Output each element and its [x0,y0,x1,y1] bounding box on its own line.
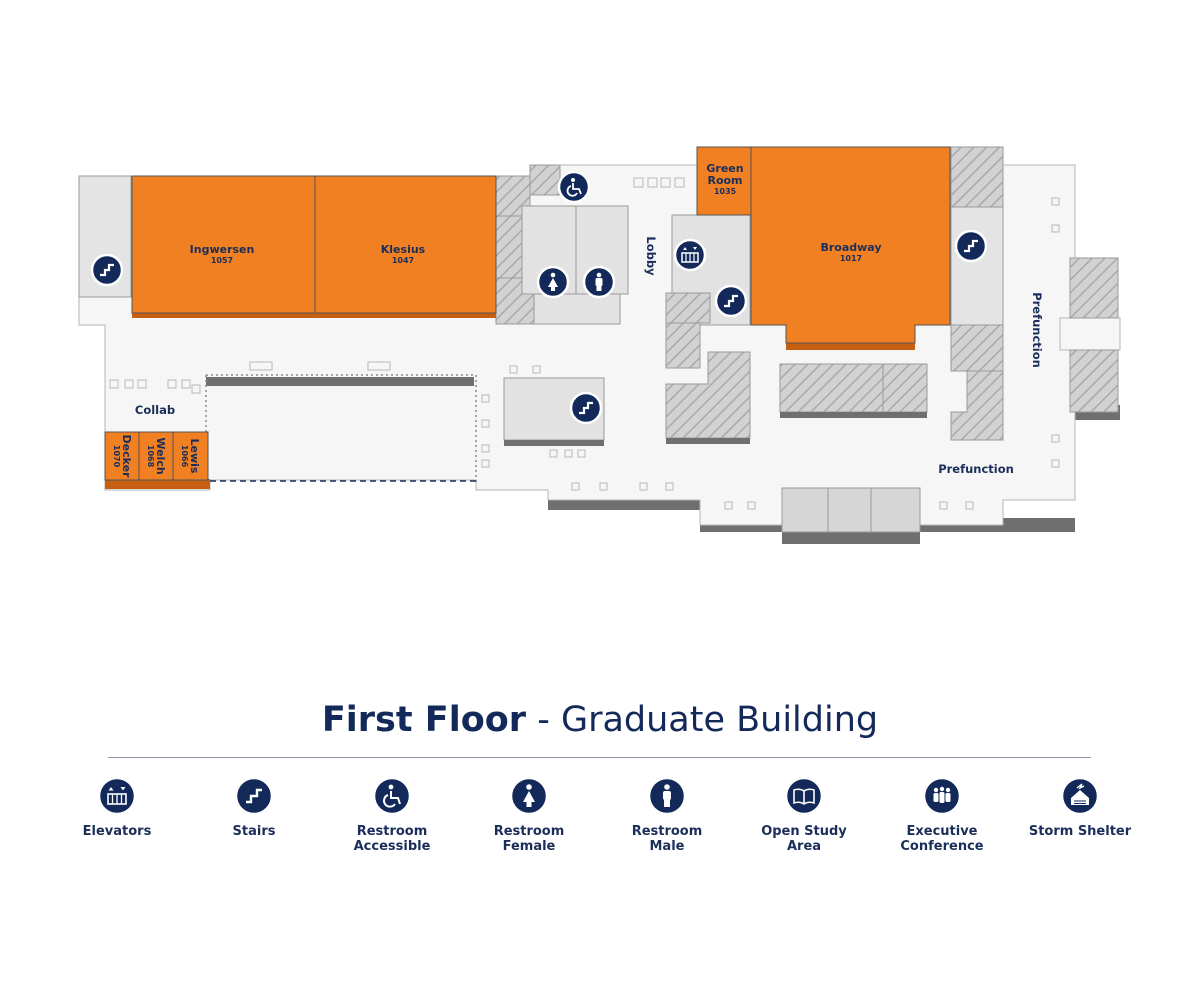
legend-label-line1: Restroom [493,824,565,839]
legend-item-elevators: Elevators [47,776,187,839]
room-label-decker-group: Decker 1070 [112,434,133,478]
title-divider [108,757,1091,758]
legend-label-line1: Executive [906,824,978,839]
room-label-ingwersen: Ingwersen [190,243,255,256]
room-number-ingwersen: 1057 [211,256,233,265]
legend-item-executive-conference: Executive Conference [872,776,1012,854]
wall-bars [206,377,927,446]
legend-label-line1: Elevators [82,824,152,839]
room-label-welch-group: Welch 1068 [146,437,167,474]
legend-label-line2: Female [502,839,556,854]
room-label-lewis: Lewis [188,439,201,474]
elevator-icon [97,776,137,816]
floor-plan: Ingwersen 1057 Klesius 1047 Broadway 101… [78,146,1121,544]
room-label-decker: Decker [120,434,133,478]
area-label-collab: Collab [135,403,175,417]
room-label-lewis-group: Lewis 1066 [180,439,201,474]
stairs-icon [90,253,124,287]
accessible-restroom-icon [557,170,591,204]
room-number-broadway: 1017 [840,254,862,263]
page-title-bold: First Floor [321,700,527,740]
room-number-klesius: 1047 [392,256,414,265]
legend-item-stairs: Stairs [184,776,324,839]
legend-label-line1: Storm Shelter [1028,824,1132,839]
room-label-broadway: Broadway [820,241,881,254]
room-label-green-room-line1: Green [706,162,743,175]
room-label-welch: Welch [154,437,167,474]
legend-label-line2: Area [786,839,822,854]
executive-conference-icon [922,776,962,816]
male-restroom-icon [647,776,687,816]
room-label-klesius: Klesius [381,243,426,256]
area-label-prefunction-bottom: Prefunction [938,462,1014,476]
legend-label-line1: Open Study [761,824,847,839]
atrium-outline [205,374,477,482]
room-number-decker: 1070 [112,445,121,468]
female-restroom-icon [536,265,570,299]
legend-item-restroom-male: Restroom Male [597,776,737,854]
room-label-green-room-line2: Room [707,174,742,187]
page-title-rest: - Graduate Building [526,700,879,740]
legend-label-line1: Stairs [232,824,276,839]
legend-label-line2: Male [649,839,685,854]
legend-item-open-study-area: Open Study Area [734,776,874,854]
legend-label-line1: Restroom [631,824,703,839]
open-study-area-icon [784,776,824,816]
area-label-lobby: Lobby [644,236,658,276]
accessible-restroom-icon [372,776,412,816]
legend-item-restroom-female: Restroom Female [459,776,599,854]
stairs-icon [954,229,988,263]
stairs-icon [714,284,748,318]
room-number-welch: 1068 [146,445,155,468]
page-title: First Floor - Graduate Building [0,700,1200,740]
legend-label-line1: Restroom [356,824,428,839]
male-restroom-icon [582,265,616,299]
furniture [109,177,1060,510]
room-number-lewis: 1066 [180,445,189,468]
stairs-icon [569,391,603,425]
legend-item-restroom-accessible: Restroom Accessible [322,776,462,854]
legend-item-storm-shelter: Storm Shelter [1010,776,1150,839]
female-restroom-icon [509,776,549,816]
stairs-icon [234,776,274,816]
area-label-prefunction-right: Prefunction [1030,292,1044,368]
legend-label-line2: Accessible [353,839,431,854]
meeting-rooms [104,146,951,489]
elevator-icon [673,238,707,272]
room-number-green-room: 1035 [714,187,737,196]
legend-label-line2: Conference [900,839,984,854]
storm-shelter-icon [1060,776,1100,816]
